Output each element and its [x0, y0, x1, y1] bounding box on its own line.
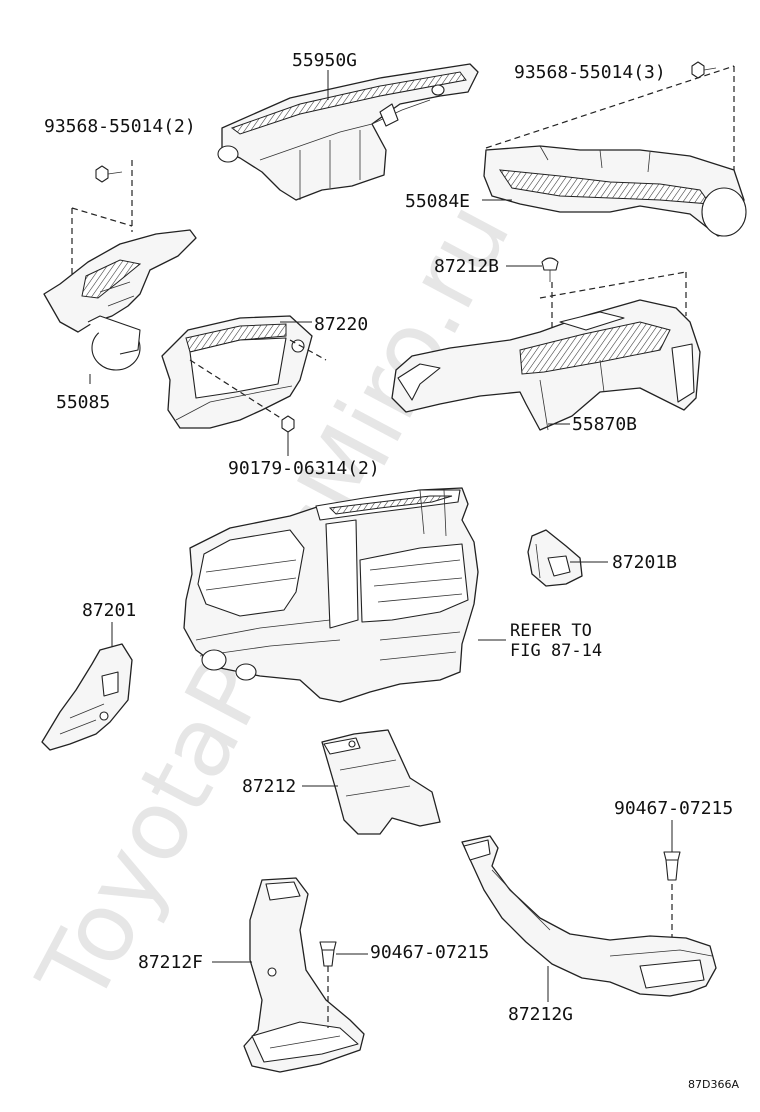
- label-90467-07215-mid: 90467-07215: [370, 942, 489, 963]
- label-87212F: 87212F: [138, 952, 203, 973]
- push-clip-icon: [663, 851, 681, 881]
- screw-icon: [691, 61, 717, 79]
- label-87201B: 87201B: [612, 552, 677, 573]
- refer-to-line-2: FIG 87-14: [510, 641, 602, 661]
- part-55870B-drawing: [391, 299, 701, 431]
- bolt-icon: [281, 415, 295, 433]
- part-55950G-drawing: [217, 63, 479, 201]
- part-87201-drawing: [41, 643, 133, 751]
- push-clip-icon: [319, 941, 337, 967]
- clip-icon: [541, 257, 559, 282]
- label-93568-55014-2: 93568-55014(2): [44, 116, 196, 137]
- part-55085-drawing: [43, 229, 197, 371]
- hvac-unit-assembly-drawing: [183, 487, 479, 703]
- part-87212F-drawing: [243, 877, 365, 1073]
- part-87220-drawing: [161, 315, 313, 429]
- label-90467-07215-right: 90467-07215: [614, 798, 733, 819]
- label-87212G: 87212G: [508, 1004, 573, 1025]
- part-87212G-drawing: [461, 835, 717, 997]
- label-87212B: 87212B: [434, 256, 499, 277]
- label-93568-55014-3: 93568-55014(3): [514, 62, 666, 83]
- label-87220: 87220: [314, 314, 368, 335]
- screw-icon: [95, 165, 123, 183]
- label-87212: 87212: [242, 776, 296, 797]
- part-55084E-drawing: [483, 145, 747, 237]
- part-87201B-drawing: [527, 529, 583, 587]
- label-55870B: 55870B: [572, 414, 637, 435]
- diagram-code: 87D366A: [688, 1078, 739, 1091]
- label-55084E: 55084E: [405, 191, 470, 212]
- refer-to-line-1: REFER TO: [510, 621, 592, 641]
- label-87201: 87201: [82, 600, 136, 621]
- label-90179-06314-2: 90179-06314(2): [228, 458, 380, 479]
- label-55085: 55085: [56, 392, 110, 413]
- part-87212-drawing: [321, 729, 441, 835]
- label-55950G: 55950G: [292, 50, 357, 71]
